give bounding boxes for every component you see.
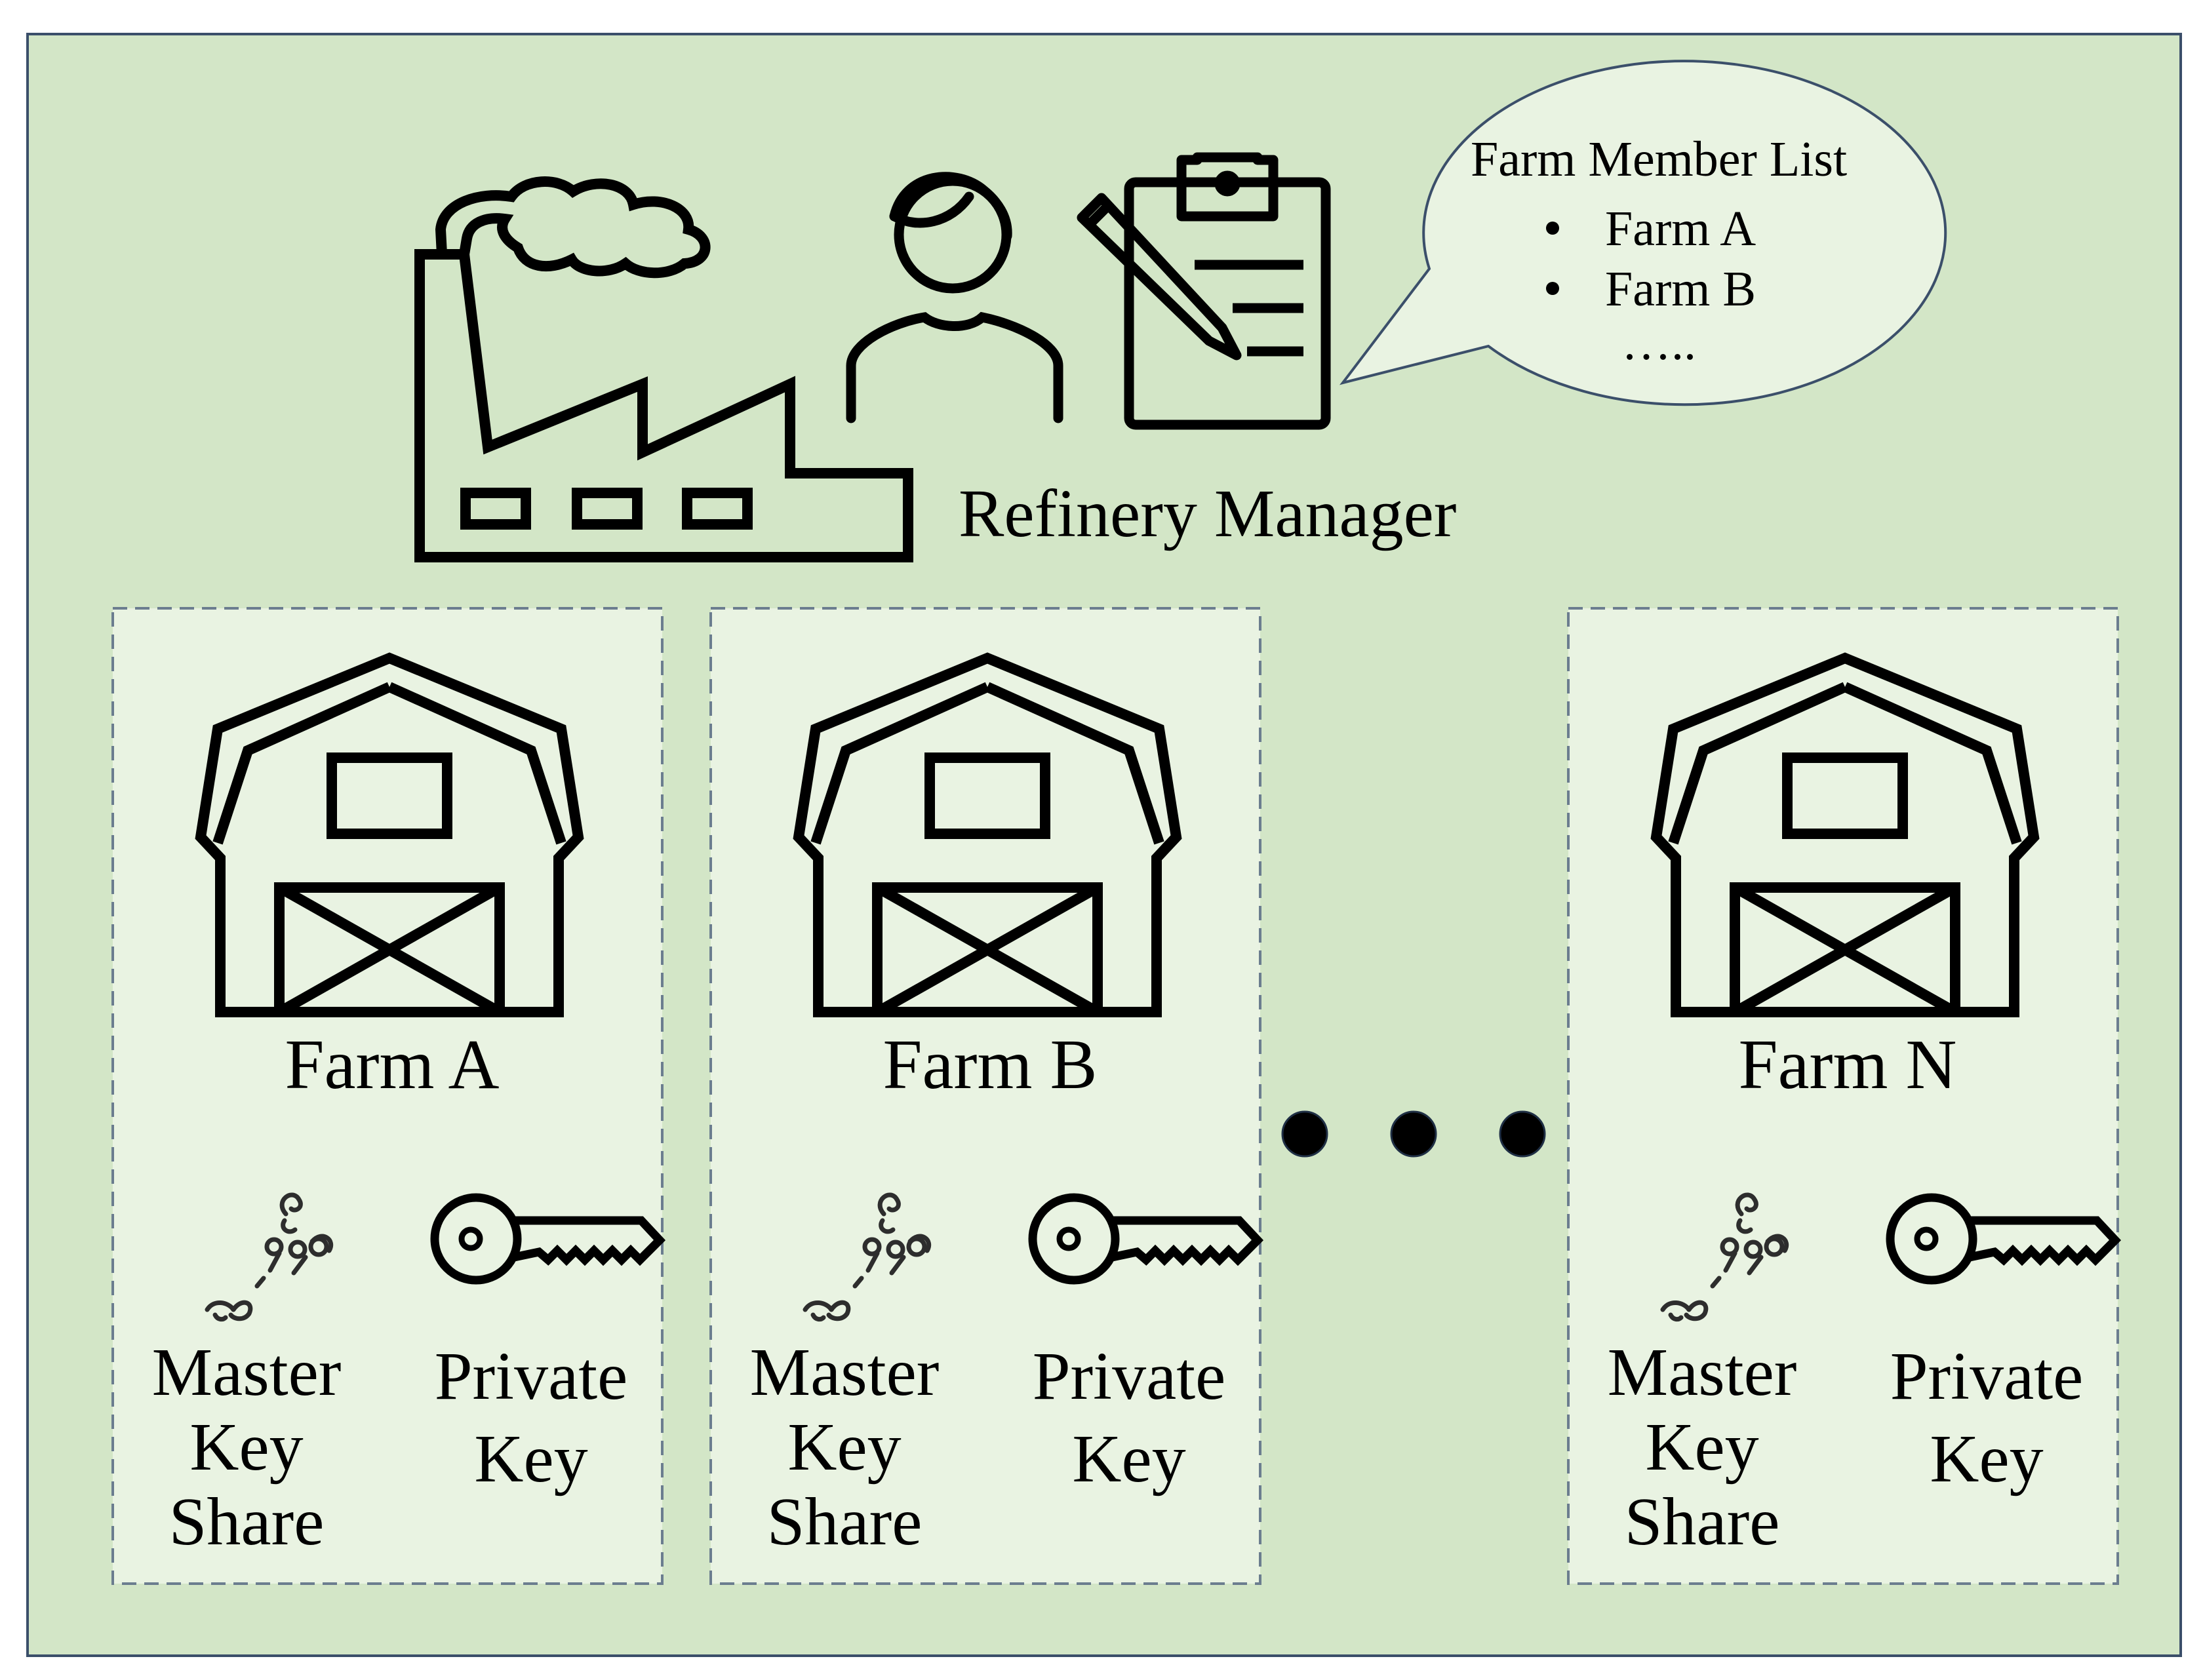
ellipsis-dots	[1281, 1110, 1546, 1158]
refinery-manager-label: Refinery Manager	[959, 476, 1456, 551]
ellipsis-dot	[1499, 1110, 1546, 1158]
bubble-title: Farm Member List	[1471, 132, 1847, 187]
factory-icon	[414, 176, 913, 562]
farm-name: Farm A	[285, 1026, 499, 1104]
ellipsis-dot	[1390, 1110, 1437, 1158]
bullet-icon	[1546, 282, 1559, 295]
master-key-label-line: Share	[169, 1484, 325, 1559]
bubble-item: Farm A	[1605, 201, 1756, 256]
clipboard-icon	[1077, 152, 1331, 430]
private-key-label-line: Key	[474, 1421, 587, 1496]
master-key-label-line: Master	[152, 1335, 342, 1410]
master-key-label-line: Key	[787, 1409, 901, 1485]
private-key-label-line: Key	[1930, 1421, 2043, 1496]
farm-card: Farm A Master Key Share Private Key	[111, 607, 662, 1585]
farm-card: Farm N Master Key Share Private Key	[1567, 607, 2118, 1585]
farm-card: Farm B Master Key Share Private Key	[709, 607, 1260, 1585]
private-key-label-line: Private	[1890, 1338, 2084, 1414]
private-key-label-line: Private	[435, 1338, 628, 1414]
master-key-label-line: Key	[189, 1409, 303, 1485]
private-key-label-line: Key	[1072, 1421, 1185, 1496]
ellipsis-dot	[1281, 1110, 1328, 1158]
master-key-label-line: Share	[1625, 1484, 1780, 1559]
master-key-label-line: Master	[1608, 1335, 1797, 1410]
bubble-item: Farm B	[1605, 262, 1756, 317]
master-key-label-line: Key	[1645, 1409, 1758, 1485]
farm-name: Farm N	[1739, 1026, 1957, 1104]
master-key-label-line: Master	[750, 1335, 940, 1410]
person-icon	[846, 172, 1063, 423]
bullet-icon	[1546, 222, 1559, 235]
bubble-ellipsis: …..	[1621, 315, 1696, 370]
farm-name: Farm B	[883, 1026, 1097, 1104]
private-key-label-line: Private	[1033, 1338, 1226, 1414]
master-key-label-line: Share	[767, 1484, 923, 1559]
farm-member-list-bubble: Farm Member List Farm A Farm B …..	[1339, 60, 1947, 406]
